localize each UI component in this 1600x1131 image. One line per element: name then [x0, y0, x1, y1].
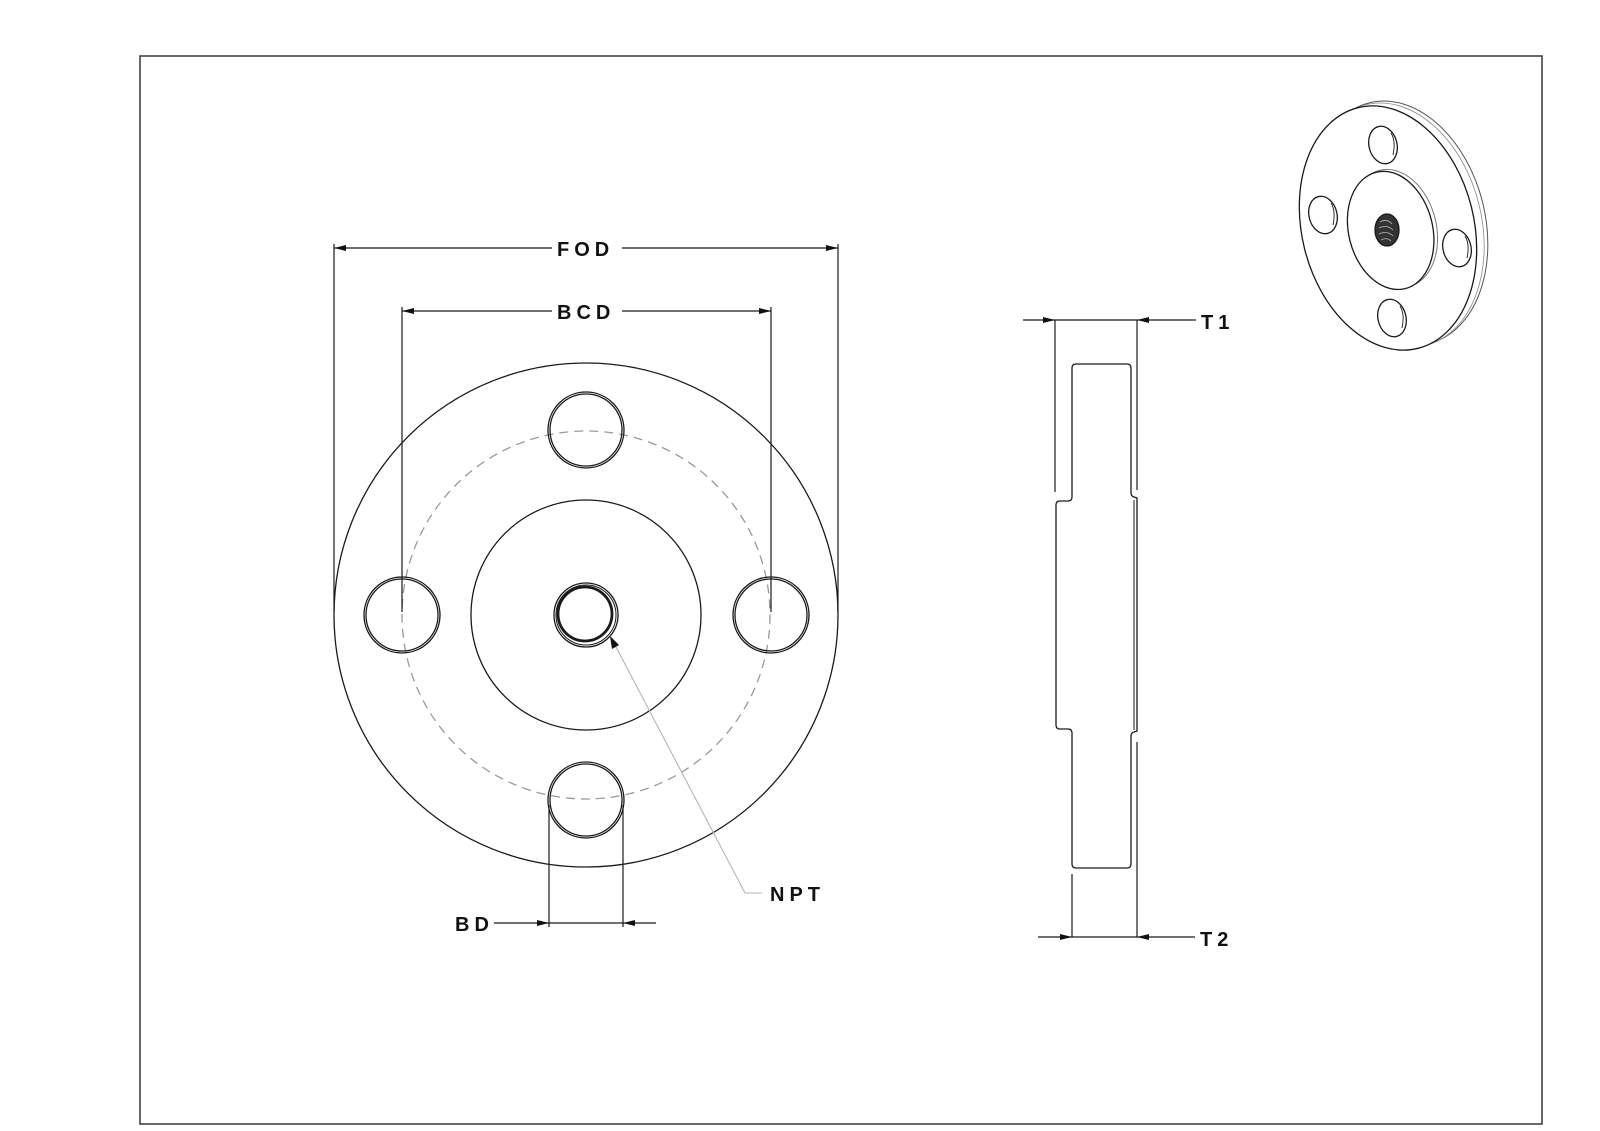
iso-bolt-hole-bottom [1377, 298, 1407, 338]
t2-label: T2 [1200, 929, 1233, 951]
iso-bolt-hole-right [1442, 228, 1472, 268]
bolt-hole-bottom [547, 761, 625, 839]
side-view [1055, 363, 1138, 869]
bcd-label: BCD [557, 302, 615, 324]
raised-face-circle [470, 499, 702, 731]
bd-dimension [494, 805, 656, 927]
flange-outer-circle [333, 362, 839, 868]
bd-label: BD [455, 914, 494, 936]
iso-view [1298, 100, 1489, 351]
t1-dimension [1023, 317, 1196, 492]
npt-bore [553, 582, 619, 648]
npt-leader [610, 636, 762, 894]
fod-label: FOD [557, 239, 614, 261]
bcd-dimension [401, 307, 772, 612]
t2-dimension [1038, 742, 1195, 940]
t1-label: T1 [1201, 312, 1234, 334]
flange-body-profile [1055, 363, 1138, 869]
npt-label: NPT [770, 884, 825, 906]
front-view [333, 362, 839, 868]
iso-bolt-hole-top [1368, 125, 1398, 165]
iso-tapped-hole [1374, 213, 1400, 247]
fod-dimension [333, 244, 839, 612]
iso-bolt-hole-left [1308, 195, 1338, 235]
drawing-frame [139, 55, 1543, 1125]
bolt-hole-top [547, 391, 625, 469]
bolt-circle-hidden [401, 430, 771, 800]
